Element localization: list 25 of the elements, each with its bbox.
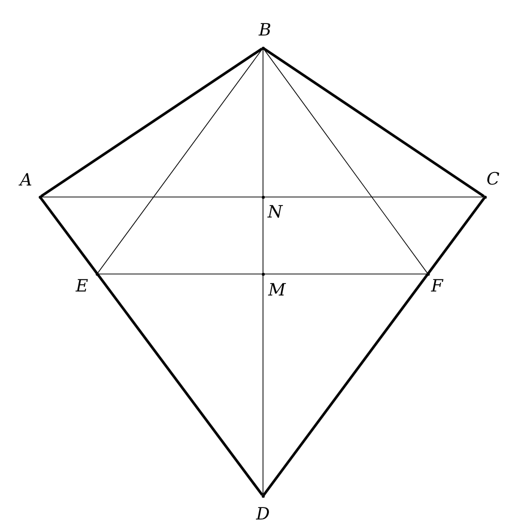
point-label: D — [256, 506, 270, 524]
line-segment — [262, 198, 264, 274]
line-segment — [262, 48, 264, 196]
line-segment — [263, 48, 428, 274]
line-segment — [264, 196, 484, 198]
line-segment — [262, 274, 264, 496]
vertex-point — [38, 196, 42, 198]
point-label: N — [268, 204, 282, 222]
point-label: E — [76, 278, 88, 296]
line-segment — [40, 197, 264, 496]
point-label: M — [268, 282, 286, 300]
line-segment — [263, 48, 485, 198]
line-segment — [97, 48, 263, 274]
line-segment — [40, 196, 262, 198]
vertex-point — [262, 272, 264, 276]
point-label: C — [486, 172, 500, 188]
vertex-point — [262, 196, 264, 198]
vertex-point — [262, 494, 264, 498]
point-label: B — [258, 22, 272, 40]
line-segment — [262, 197, 486, 496]
point-label: A — [20, 172, 32, 190]
point-label: F — [431, 278, 443, 296]
vertex-point — [262, 46, 264, 50]
vertex-point — [484, 196, 486, 198]
line-segment — [40, 48, 263, 198]
